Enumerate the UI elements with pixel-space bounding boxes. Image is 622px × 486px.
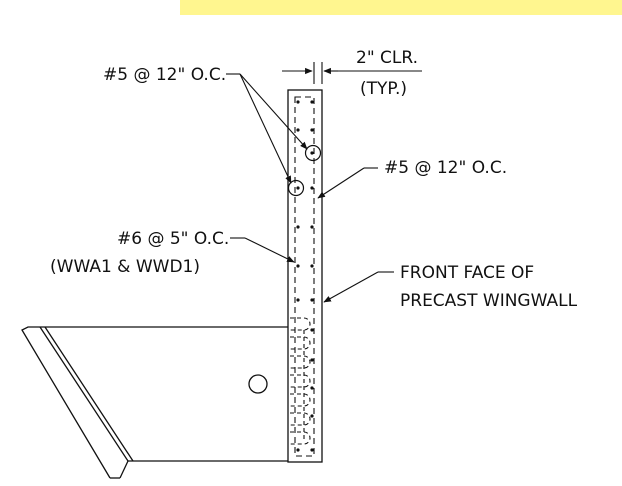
footing-outline xyxy=(21,326,288,479)
leader-bar-mid-left xyxy=(230,237,295,263)
label-bar-top-left: #5 @ 12" O.C. xyxy=(103,65,227,85)
bar-callout-circle-lower xyxy=(287,179,305,197)
wingwall-outline xyxy=(287,89,323,463)
rebar-dots xyxy=(296,100,314,452)
leader-bar-right xyxy=(317,167,378,199)
label-front-face-1: FRONT FACE OF xyxy=(400,263,535,283)
clear-dimension xyxy=(282,62,422,84)
leader-bar-top-left xyxy=(226,73,308,184)
label-bar-mid-left-sub: (WWA1 & WWD1) xyxy=(50,257,200,277)
label-clear: 2" CLR. xyxy=(356,48,418,68)
footing-opening-circle xyxy=(248,374,268,394)
label-front-face-2: PRECAST WINGWALL xyxy=(400,291,578,311)
label-bar-mid-left: #6 @ 5" O.C. xyxy=(117,229,230,249)
label-typ: (TYP.) xyxy=(360,79,408,99)
highlight-band xyxy=(180,0,622,15)
footing-bar-hooks xyxy=(290,317,311,445)
label-bar-right: #5 @ 12" O.C. xyxy=(384,158,508,178)
bar-callout-circle-upper xyxy=(304,144,322,162)
leader-front-face xyxy=(323,271,394,303)
